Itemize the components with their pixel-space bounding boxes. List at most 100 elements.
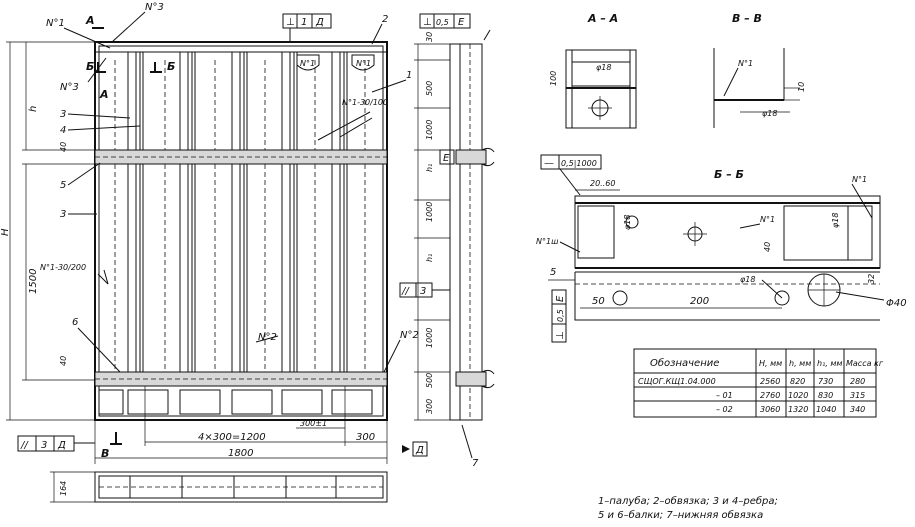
th-designation: Обозначение	[650, 357, 719, 369]
label-n1-pocket2: N°1	[356, 59, 371, 68]
label-n1-pocket1: N°1	[300, 59, 315, 68]
cell-mass-0: 280	[850, 377, 865, 386]
side-dim-500: 500	[425, 81, 434, 96]
tol-top-sym: ⊥	[286, 17, 295, 28]
bb-n1-top: N°1	[852, 175, 867, 184]
legend: 1–палуба; 2–обвязка; 3 и 4–ребра; 5 и 6–…	[598, 495, 778, 521]
part-1: 1	[406, 70, 412, 81]
dim-h: h	[28, 106, 39, 112]
tolerance-bottom: // 3 Д	[17, 435, 95, 452]
part-3a: 3	[60, 109, 66, 120]
side-dim-1000b: 1000	[425, 202, 434, 222]
cell-H-1: 2760	[760, 391, 780, 400]
mark-a-top: A	[85, 14, 95, 27]
cell-h1-2: 1040	[816, 405, 836, 414]
cell-mass-2: 340	[850, 405, 865, 414]
cell-h-1: 1020	[788, 391, 808, 400]
datum-e-box: Е	[443, 153, 450, 164]
side-dim-h1b: h₁	[425, 254, 434, 262]
cell-H-0: 2560	[760, 377, 780, 386]
dim-40-upper: 40	[59, 142, 68, 152]
bb-tol-left-val: 0,5	[556, 309, 565, 322]
legend-line-2: 5 и 6–балки; 7–нижняя обвязка	[598, 509, 763, 521]
datum-d-label: Д	[415, 445, 424, 456]
bb-tol-sym: —	[544, 158, 554, 169]
bb-phi18-c: φ18	[740, 275, 755, 284]
tol-side-val: 0,5	[436, 18, 449, 27]
cell-H-2: 3060	[760, 405, 780, 414]
dim-1500: 1500	[28, 269, 39, 294]
tol-parallel-val: 3	[420, 286, 426, 297]
side-dim-300: 300	[425, 399, 434, 414]
section-aa: А – А φ18 100	[549, 12, 637, 129]
mark-b-left: Б	[86, 60, 94, 73]
dim-H: H	[0, 228, 11, 236]
bb-tol-val: 0,5|1000	[561, 159, 597, 168]
bb-phi18-b: φ18	[831, 213, 840, 228]
cell-mass-1: 315	[850, 391, 865, 400]
bb-dim-50: 50	[592, 296, 605, 307]
legend-line-1: 1–палуба; 2–обвязка; 3 и 4–ребра;	[598, 495, 778, 507]
node-labels: N°1 N°3 N°3 N°1 N°1 N°2 N°2	[46, 2, 419, 373]
tolerance-top: ⊥ 1 Д	[282, 13, 332, 42]
aa-dim-100: 100	[549, 71, 558, 86]
bottom-plan-strip: 164	[50, 471, 388, 503]
tol-parallel-sym: //	[401, 286, 410, 297]
part-6: 6	[72, 317, 78, 328]
part-5: 5	[60, 180, 66, 191]
bb-n1-left: N°1ш	[536, 237, 559, 246]
tol-top-val: 1	[301, 17, 307, 28]
dim-1800: 1800	[228, 448, 253, 459]
vv-phi18: φ18	[762, 109, 777, 118]
section-vv-title: В – В	[732, 12, 762, 25]
front-dimensions: H h 1500 40 40 4×300=1200 300±1 300 1800	[0, 41, 388, 464]
part-labels: 2 1 3 4 5 3 6 7	[60, 14, 479, 469]
part-2: 2	[382, 14, 388, 25]
datum-d: Д	[402, 441, 428, 457]
dim-164: 164	[59, 481, 68, 496]
tol-side-sym: ⊥	[423, 17, 432, 28]
tol-top-datum: Д	[315, 17, 324, 28]
front-view	[94, 41, 388, 421]
side-dim-30: 30	[425, 32, 434, 42]
tol-bottom-val: 3	[41, 440, 47, 451]
bb-dim-40: 40	[763, 242, 772, 252]
vv-dim-10: 10	[797, 82, 806, 92]
th-mass: Масса кг	[846, 359, 884, 368]
mark-a-lower: A	[99, 88, 109, 101]
bb-phi40: Φ40	[886, 298, 907, 309]
cell-h-2: 1320	[788, 405, 808, 414]
section-bb-title: Б – Б	[714, 168, 744, 181]
th-H: H, мм	[759, 359, 782, 368]
cell-h-0: 820	[790, 377, 805, 386]
cell-h1-1: 830	[818, 391, 833, 400]
panel-inner-frame	[98, 45, 384, 417]
annot-slope-1: N°1-30/100	[342, 98, 388, 107]
side-dim-h1a: h₁	[425, 164, 434, 172]
bb-n1-mid: N°1	[760, 215, 775, 224]
bb-dim-5: 5	[550, 267, 556, 278]
bb-phi18-a: φ18	[623, 215, 632, 230]
spec-table: Обозначение H, мм h, мм h₁, мм Масса кг …	[633, 348, 884, 418]
mark-b-right: Б	[167, 60, 175, 73]
bb-tol-left-sym: ⊥	[555, 331, 566, 340]
label-n3-left: N°3	[60, 82, 79, 93]
vertical-ribs	[114, 51, 366, 380]
table-row: – 02	[716, 405, 733, 414]
tol-side-datum: Е	[458, 17, 465, 28]
vv-n1: N°1	[738, 59, 753, 68]
aa-phi18: φ18	[596, 63, 611, 72]
dim-4x300: 4×300=1200	[198, 432, 266, 443]
part-4: 4	[60, 125, 66, 136]
part-7: 7	[472, 458, 479, 469]
side-dim-1000c: 1000	[425, 328, 434, 348]
side-dim-500b: 500	[425, 373, 434, 388]
label-n1-top: N°1	[46, 18, 65, 29]
panel-outer-frame	[94, 41, 388, 421]
cell-h1-0: 730	[818, 377, 833, 386]
side-profile-view: 30 500 1000 h₁ 1000 h₁ 1000 500 300 ⊥ 0,…	[399, 13, 495, 421]
table-row: СЩОГ.КЩ1.04.000	[638, 377, 716, 386]
section-vv: В – В N°1 10 φ18	[713, 12, 806, 128]
side-dim-ticks	[414, 43, 450, 421]
label-n2-right: N°2	[400, 330, 419, 341]
